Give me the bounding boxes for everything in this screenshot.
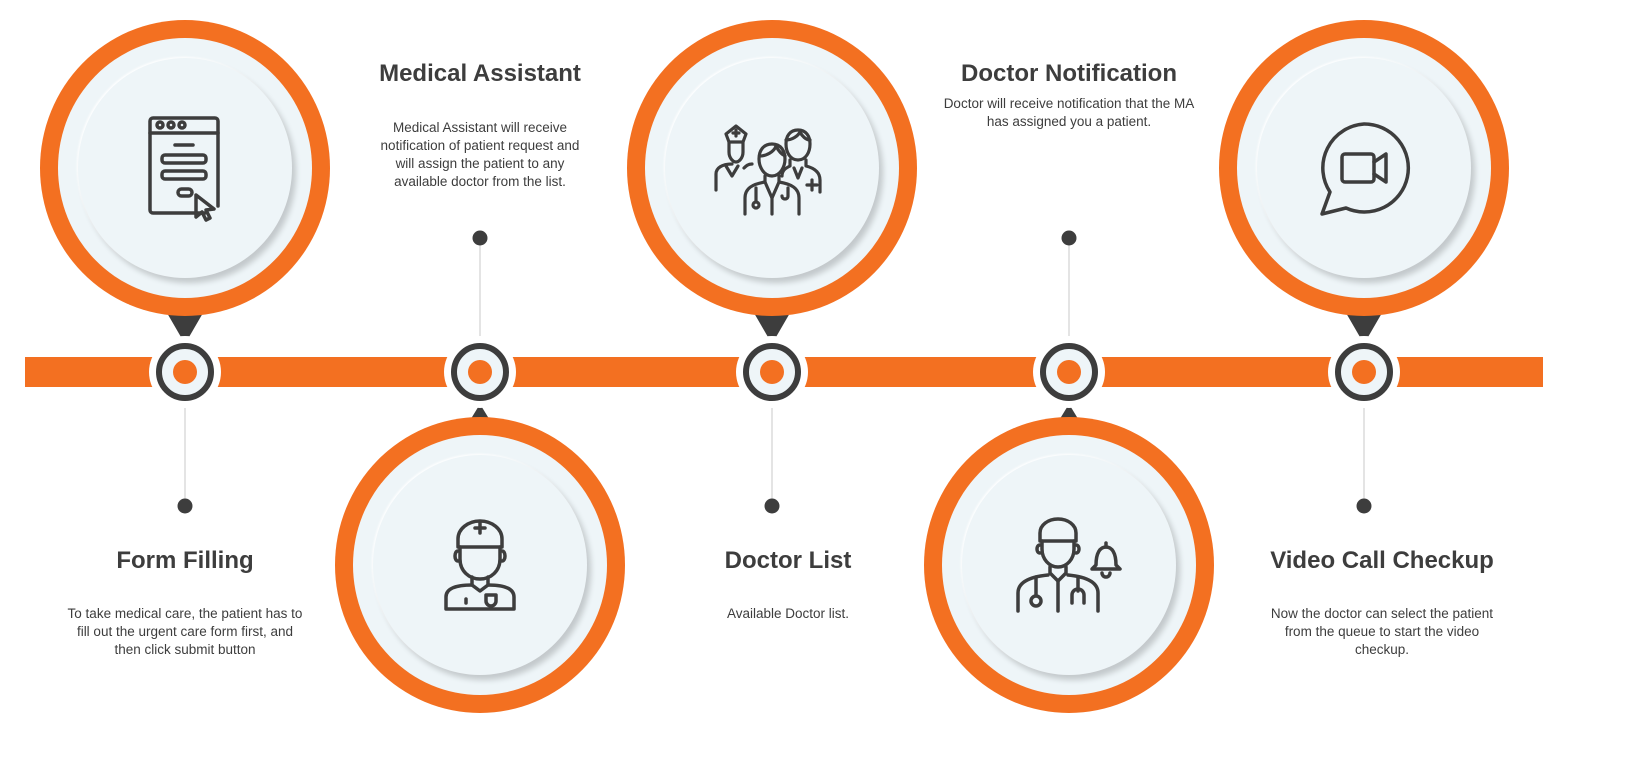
timeline-node-3 — [736, 336, 808, 408]
connector-line — [1363, 400, 1365, 506]
video-chat-icon — [1320, 122, 1411, 216]
step-bubble-medical-assistant — [335, 417, 625, 713]
connector-line — [1068, 238, 1070, 348]
connector-line — [479, 238, 481, 348]
connector-dot — [472, 230, 488, 246]
step-title: Doctor List — [724, 547, 852, 574]
step-bubble-video-call — [1219, 20, 1509, 316]
medical-assistant-icon — [444, 519, 516, 611]
timeline-node-1 — [149, 336, 221, 408]
step-description: Available Doctor list. — [726, 606, 850, 621]
timeline-node-4 — [1033, 336, 1105, 408]
step-title: Form Filling — [116, 547, 254, 574]
step-bubble-doctor-list — [627, 20, 917, 316]
step-title: Video Call Checkup — [1270, 547, 1494, 574]
timeline-node-5 — [1328, 336, 1400, 408]
connector-dot — [1356, 498, 1372, 514]
step-title: Medical Assistant — [379, 60, 581, 87]
connector-dot — [177, 498, 193, 514]
doctor-bell-icon — [1016, 517, 1122, 613]
step-title: Doctor Notification — [961, 60, 1177, 87]
connector-line — [771, 400, 773, 506]
connector-dot — [764, 498, 780, 514]
connector-dot — [1061, 230, 1077, 246]
step-description: Medical Assistant will receive notificat… — [380, 120, 580, 189]
web-form-icon — [148, 116, 220, 222]
medical-team-icon — [714, 124, 822, 216]
step-description: Now the doctor can select the patient fr… — [1270, 606, 1494, 657]
step-description: To take medical care, the patient has to… — [67, 606, 303, 657]
step-bubble-doctor-notification — [924, 417, 1214, 713]
step-bubble-form-filling — [40, 20, 330, 316]
connector-line — [184, 400, 186, 506]
step-description: Doctor will receive notification that th… — [943, 96, 1195, 129]
timeline-node-2 — [444, 336, 516, 408]
